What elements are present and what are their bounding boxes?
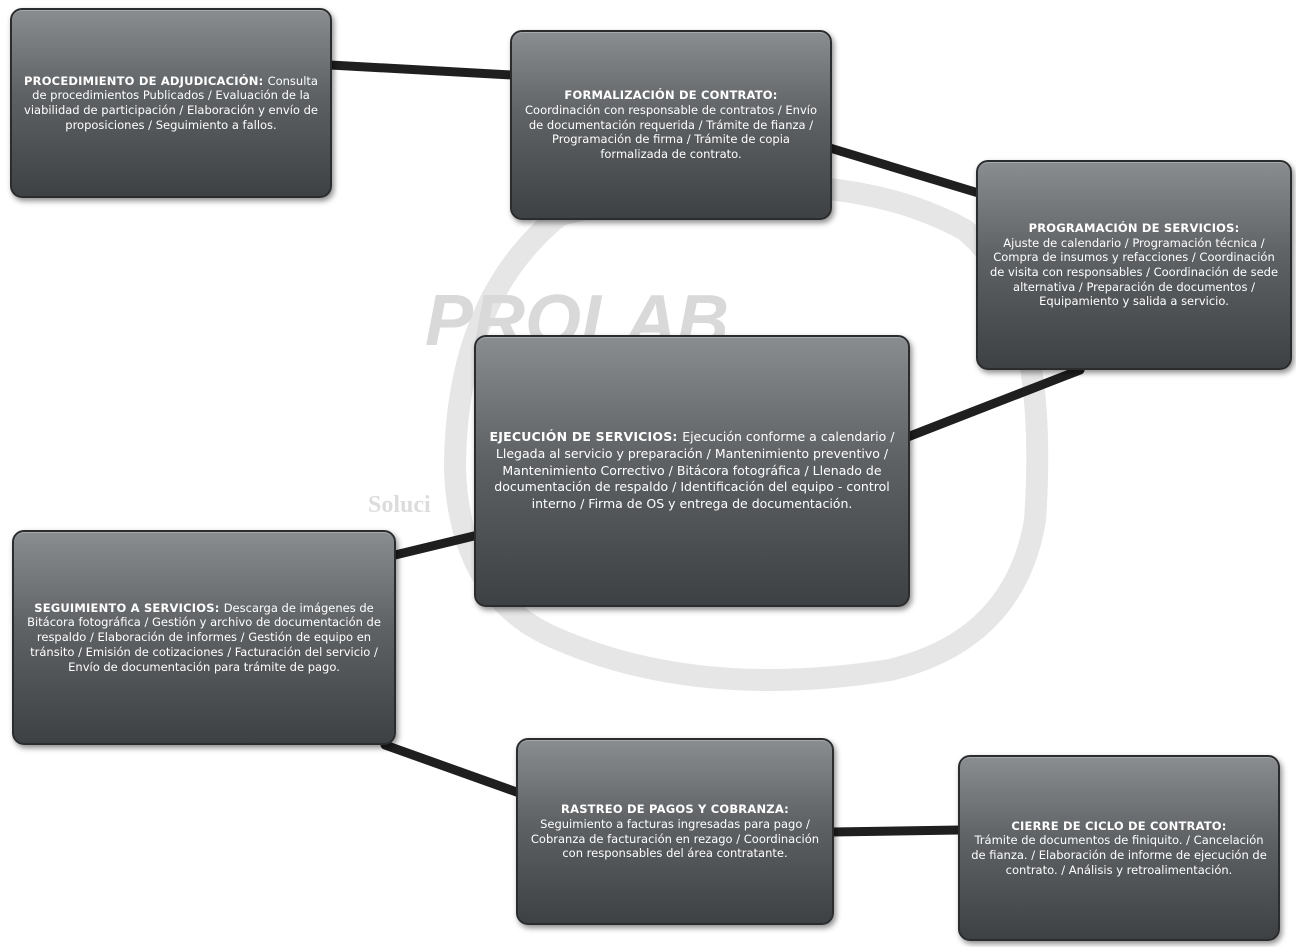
step-description: Trámite de documentos de finiquito. / Ca… <box>971 833 1267 877</box>
step-seguimiento-servicios: SEGUIMIENTO A SERVICIOS: Descarga de imá… <box>12 530 396 745</box>
step-title: RASTREO DE PAGOS Y COBRANZA: <box>561 802 789 817</box>
connector-1 <box>325 60 517 80</box>
step-formalizacion-contrato: FORMALIZACIÓN DE CONTRATO: Coordinación … <box>510 30 832 220</box>
connector-4 <box>390 530 483 560</box>
step-rastreo-pagos-cobranza: RASTREO DE PAGOS Y COBRANZA: Seguimiento… <box>516 738 834 925</box>
step-description: Seguimiento a facturas ingresadas para p… <box>530 816 820 861</box>
step-title: EJECUCIÓN DE SERVICIOS: <box>489 428 683 444</box>
step-description: Ajuste de calendario / Programación técn… <box>989 235 1279 309</box>
step-title: FORMALIZACIÓN DE CONTRATO: <box>564 88 778 103</box>
watermark-ring <box>443 174 1049 691</box>
step-programacion-servicios: PROGRAMACIÓN DE SERVICIOS: Ajuste de cal… <box>976 160 1292 370</box>
step-title: PROCEDIMIENTO DE ADJUDICACIÓN: <box>24 73 268 88</box>
step-cierre-ciclo-contrato: CIERRE DE CICLO DE CONTRATO: Trámite de … <box>958 755 1280 941</box>
step-description: Descarga de imágenes de Bitácora fotográ… <box>27 600 381 674</box>
connector-5 <box>380 740 530 800</box>
connector-6 <box>827 825 965 837</box>
step-description: Consulta de procedimientos Publicados / … <box>24 73 318 132</box>
step-title: CIERRE DE CICLO DE CONTRATO: <box>1011 818 1227 833</box>
step-description: Coordinación con responsable de contrato… <box>525 102 817 162</box>
step-ejecucion-servicios: EJECUCIÓN DE SERVICIOS: Ejecución confor… <box>474 335 910 607</box>
watermark-sub-text: Soluci <box>368 492 431 518</box>
connector-3 <box>900 365 1085 443</box>
step-description: Ejecución conforme a calendario / Llegad… <box>494 428 895 512</box>
connector-2 <box>825 143 990 200</box>
step-title: SEGUIMIENTO A SERVICIOS: <box>34 600 224 615</box>
step-title: PROGRAMACIÓN DE SERVICIOS: <box>1028 220 1240 235</box>
step-procedimiento-adjudicacion: PROCEDIMIENTO DE ADJUDICACIÓN: Consulta … <box>10 8 332 198</box>
